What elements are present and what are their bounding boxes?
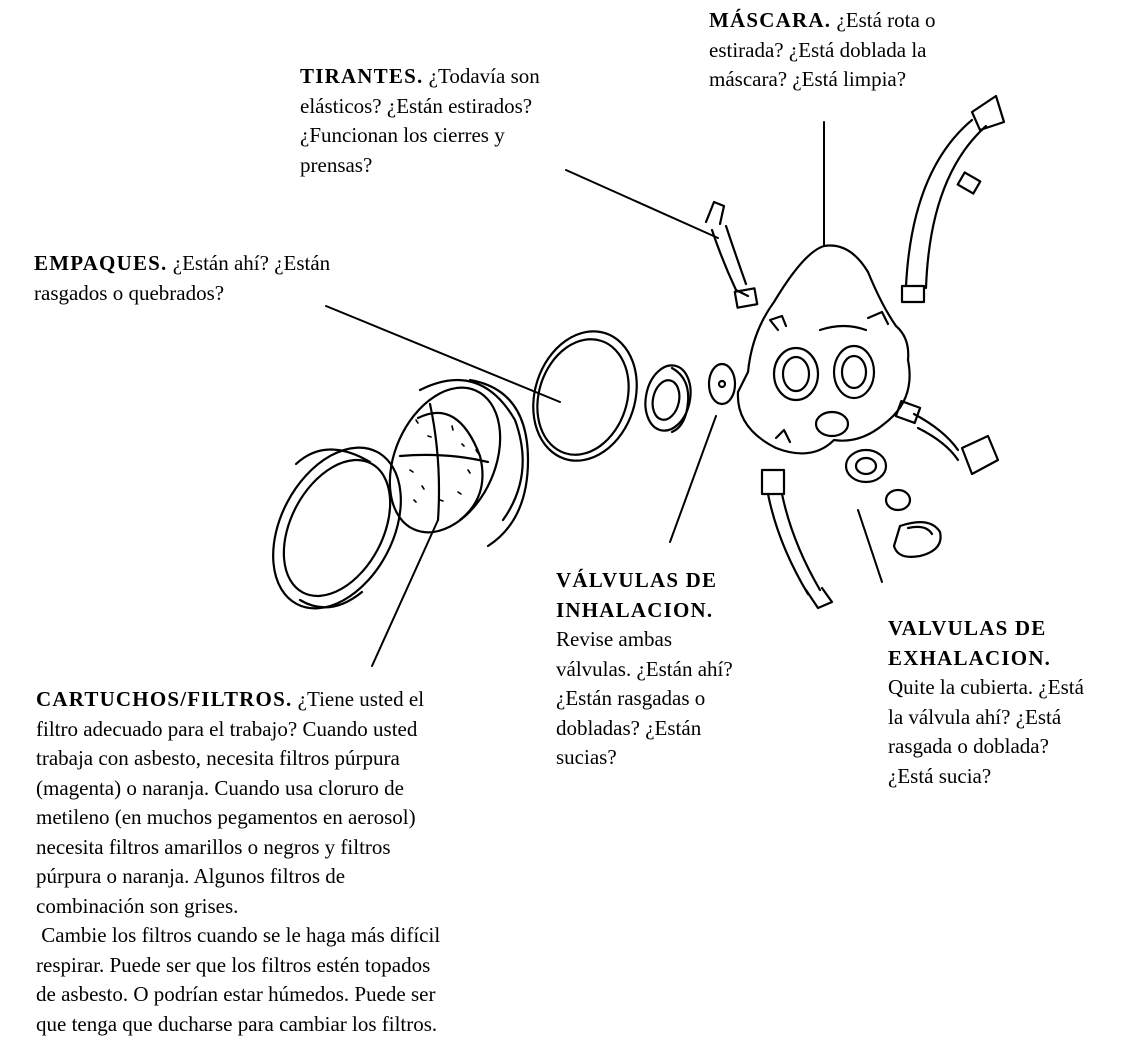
callout-empaques: EMPAQUES. ¿Están ahí? ¿Están rasgados o … [34, 249, 330, 308]
strap-upper-left [704, 200, 759, 309]
cartuchos-line-8: combinación son grises. [36, 893, 239, 918]
cartuchos-line-2: filtro adecuado para el trabajo? Cuando … [36, 716, 418, 741]
strap-upper-right [900, 94, 1006, 304]
tirantes-line-1: ¿Todavía son [428, 64, 540, 88]
tirantes-line-2: elásticos? ¿Están estirados? [300, 93, 533, 118]
face-mask [736, 244, 911, 455]
cartuchos-line-3: trabaja con asbesto, necesita filtros pú… [36, 746, 400, 770]
callout-exhalacion: VALVULAS DE EXHALACION. Quite la cubiert… [888, 614, 1084, 791]
exhalacion-title-1: VALVULAS DE [888, 616, 1047, 640]
retainer-ring [272, 446, 402, 610]
inhalacion-line-2: válvulas. ¿Están ahí? [556, 656, 733, 681]
leader-lines [325, 121, 883, 667]
cartuchos-line-10: respirar. Puede ser que los filtros esté… [36, 952, 431, 977]
cartuchos-line-6: necesita filtros amarillos o negros y fi… [36, 834, 391, 859]
cartuchos-line-9: Cambie los filtros cuando se le haga más… [36, 923, 441, 947]
mascara-line-2: estirada? ¿Está doblada la [709, 37, 927, 62]
inhalacion-title-1: VÁLVULAS DE [556, 568, 718, 592]
cartuchos-line-1: ¿Tiene usted el [297, 687, 425, 711]
leader-line-cartuchos [371, 519, 439, 667]
exhalacion-line-2: la válvula ahí? ¿Está [888, 704, 1062, 729]
cartuchos-line-11: de asbesto. O podrían estar húmedos. Pue… [36, 982, 436, 1006]
exhalation-valve [844, 448, 942, 558]
callout-tirantes: TIRANTES. ¿Todavía son elásticos? ¿Están… [300, 62, 540, 180]
cartuchos-title: CARTUCHOS/FILTROS. [36, 687, 293, 711]
inhalacion-line-5: sucias? [556, 745, 617, 769]
mascara-title: MÁSCARA. [709, 8, 832, 32]
cartuchos-line-7: púrpura o naranja. Algunos filtros de [36, 864, 346, 888]
inhalation-valve [644, 362, 737, 434]
exhalacion-title-2: EXHALACION. [888, 645, 1052, 670]
cartuchos-line-4: (magenta) o naranja. Cuando usa cloruro … [36, 775, 404, 800]
mascara-line-1: ¿Está rota o [836, 8, 936, 32]
gasket [532, 330, 638, 462]
leader-line-inhalacion [669, 415, 717, 543]
cartuchos-line-12: que tenga que ducharse para cambiar los … [36, 1011, 438, 1036]
empaques-line-1: ¿Están ahí? ¿Están [172, 251, 331, 275]
cartuchos-line-5: metileno (en muchos pegamentos en aeroso… [36, 805, 416, 829]
strap-lower-left [760, 468, 834, 610]
leader-line-tirantes [565, 169, 719, 239]
leader-line-empaques [325, 305, 561, 403]
inhalacion-title-2: INHALACION. [556, 597, 714, 622]
callout-inhalacion: VÁLVULAS DE INHALACION. Revise ambas vál… [556, 566, 733, 773]
inhalacion-line-3: ¿Están rasgadas o [556, 686, 706, 710]
callout-mascara: MÁSCARA. ¿Está rota o estirada? ¿Está do… [709, 6, 936, 95]
exhalacion-line-1: Quite la cubierta. ¿Está [888, 675, 1084, 699]
inhalacion-line-4: dobladas? ¿Están [556, 715, 702, 740]
strap-lower-right [894, 399, 1000, 476]
filter-cartridge [388, 378, 530, 548]
inhalacion-line-1: Revise ambas [556, 627, 673, 651]
mascara-line-3: máscara? ¿Está limpia? [709, 67, 907, 91]
leader-line-exhalacion [857, 509, 883, 583]
exhalacion-line-4: ¿Está sucia? [888, 763, 992, 788]
callout-cartuchos: CARTUCHOS/FILTROS. ¿Tiene usted el filtr… [36, 685, 440, 1039]
empaques-line-2: rasgados o quebrados? [34, 280, 225, 305]
tirantes-line-4: prensas? [300, 152, 373, 177]
tirantes-title: TIRANTES. [300, 64, 424, 88]
tirantes-line-3: ¿Funcionan los cierres y [300, 123, 505, 147]
empaques-title: EMPAQUES. [34, 251, 168, 275]
exhalacion-line-3: rasgada o doblada? [888, 734, 1049, 758]
